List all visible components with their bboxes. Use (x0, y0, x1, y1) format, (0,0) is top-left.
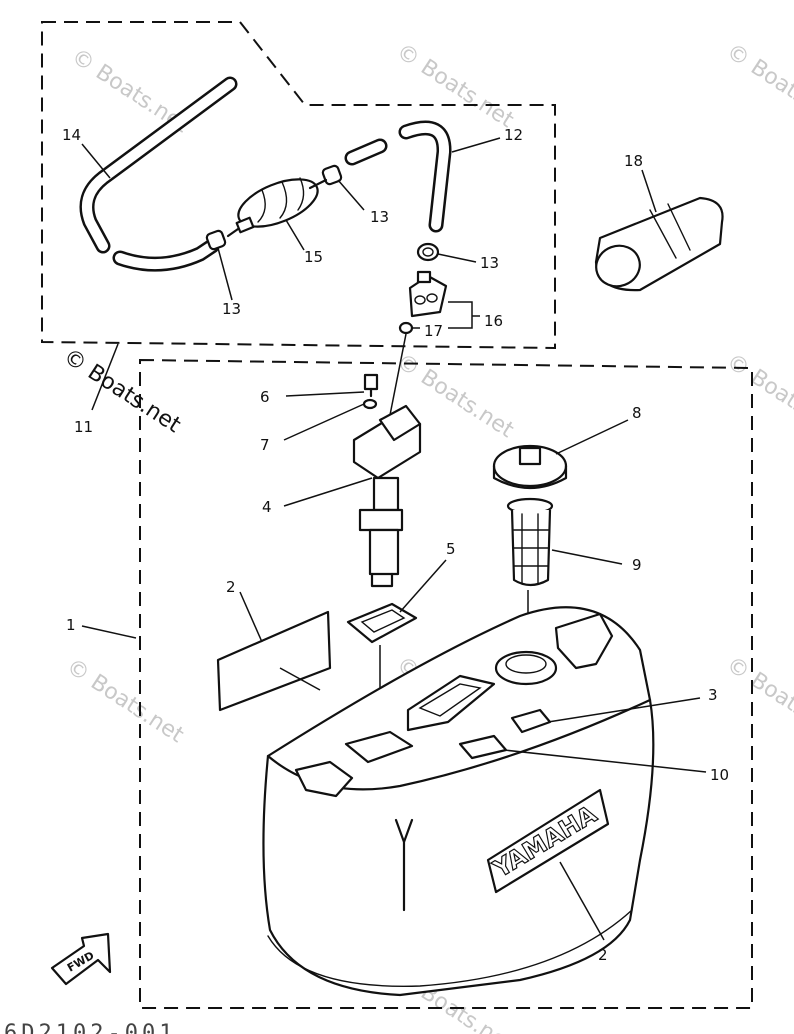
forward-arrow: FWD (50, 932, 112, 986)
warning-label-2 (216, 610, 332, 712)
callout-7: 7 (260, 436, 270, 454)
watermark: © Boats.net (722, 349, 794, 443)
callout-5: 5 (446, 540, 456, 558)
screw-6 (363, 373, 379, 398)
callout-8: 8 (632, 404, 642, 422)
callout-13: 13 (480, 254, 499, 272)
callout-15: 15 (304, 248, 323, 266)
gasket-5 (346, 602, 418, 644)
hose-clamp (205, 229, 227, 251)
callout-16: 16 (484, 312, 503, 330)
diagram-reference-code: 6D2102-001 (4, 1021, 176, 1034)
joint-connector-16 (408, 270, 448, 318)
watermark: © Boats.net (392, 39, 518, 133)
callout-4: 4 (262, 498, 272, 516)
callout-17: 17 (424, 322, 443, 340)
fuel-hose-12 (344, 120, 452, 233)
filler-cap-8 (492, 444, 568, 489)
watermark: © Boats.net (62, 654, 188, 748)
leader-lines (81, 137, 707, 941)
watermark: © Boats.net (722, 39, 794, 133)
callout-9: 9 (632, 556, 642, 574)
fuel-hose-14 (79, 76, 238, 272)
hose-clamp (321, 164, 343, 186)
hose-clamp (416, 242, 440, 262)
watermark: © Boats.net (722, 652, 794, 746)
callout-1: 1 (66, 616, 76, 634)
callout-3: 3 (708, 686, 718, 704)
hose-assembly-group-box (41, 21, 556, 350)
tank-cover-18 (594, 196, 724, 292)
callout-11: 11 (74, 418, 93, 436)
callout-10: 10 (710, 766, 729, 784)
fuel-tank-1: YAMAHA (262, 606, 655, 997)
fuel-gauge-unit-4 (352, 404, 422, 588)
fuel-tank-group-box (139, 358, 753, 1009)
callout-18: 18 (624, 152, 643, 170)
callout-2: 2 (598, 946, 608, 964)
o-ring-17 (398, 321, 414, 335)
primer-pump-15 (226, 177, 328, 238)
callout-13: 13 (222, 300, 241, 318)
strainer-9 (506, 497, 554, 587)
callout-2: 2 (226, 578, 236, 596)
callouts: 14 12 18 13 15 13 13 16 17 11 6 7 8 4 9 … (62, 126, 729, 964)
callout-14: 14 (62, 126, 81, 144)
callout-13: 13 (370, 208, 389, 226)
callout-12: 12 (504, 126, 523, 144)
washer-7 (362, 398, 378, 410)
callout-6: 6 (260, 388, 270, 406)
